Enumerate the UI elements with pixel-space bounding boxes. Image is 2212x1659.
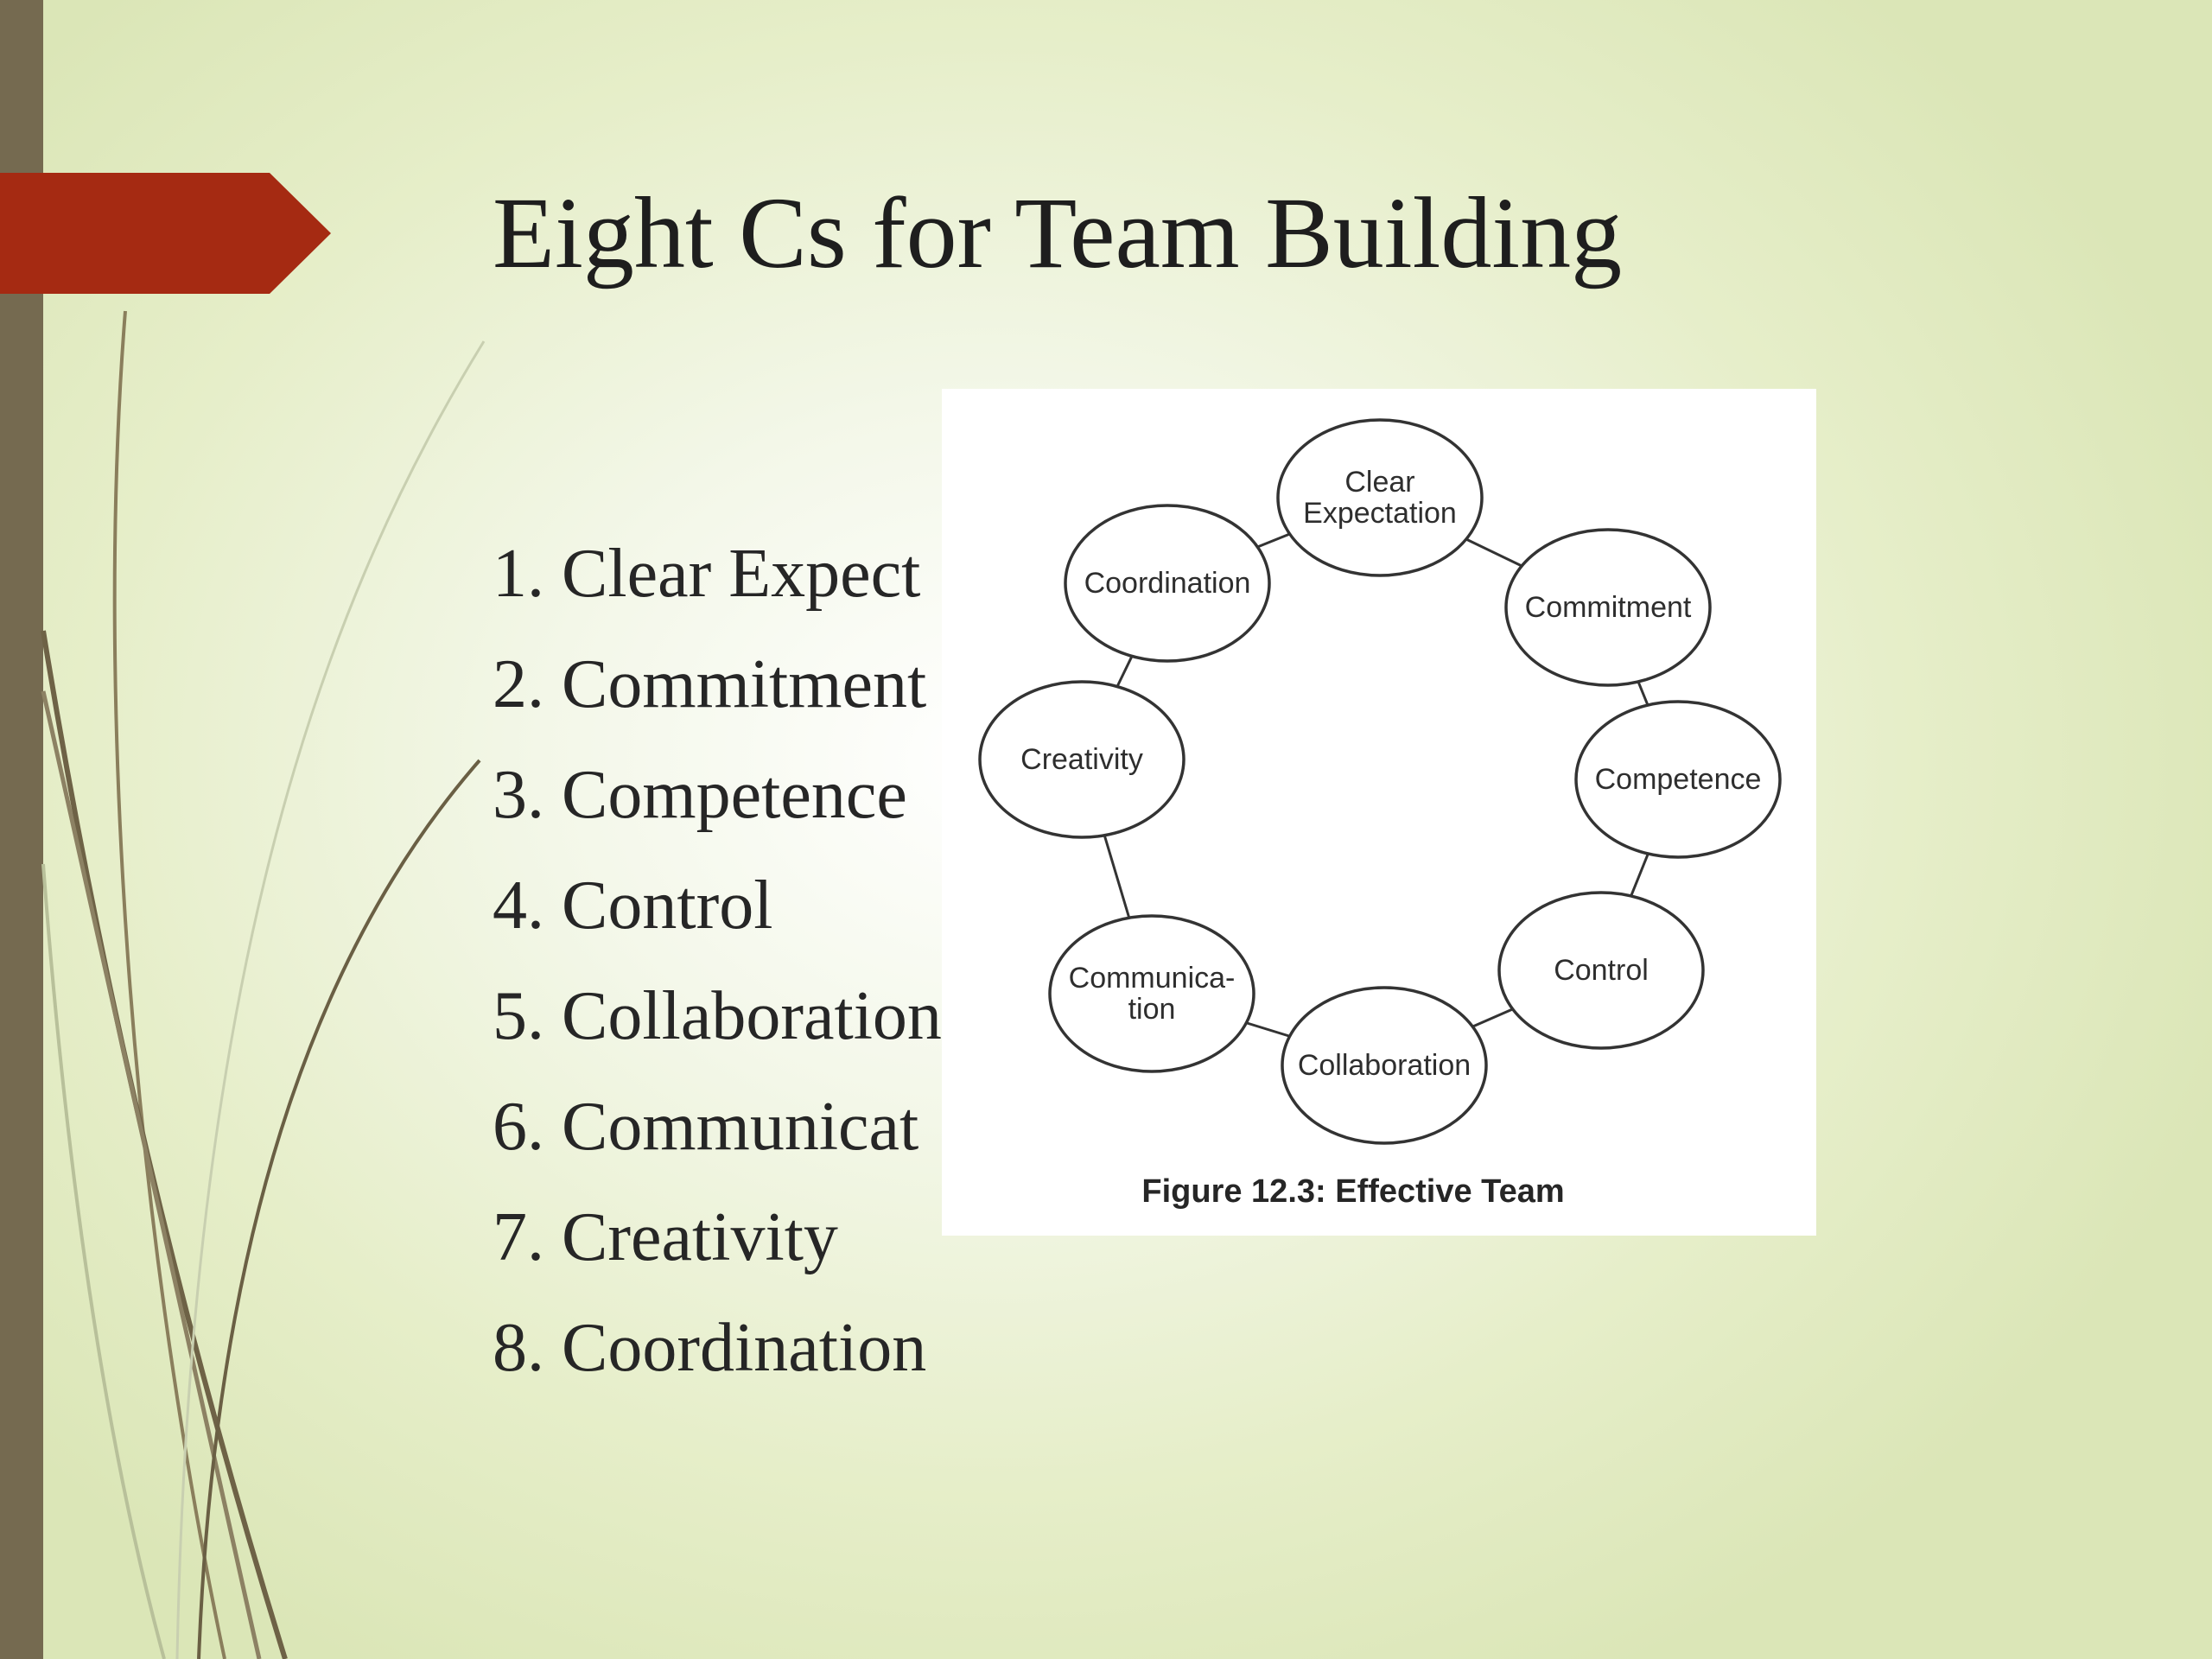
bullet-item: 6. Communicat [493, 1089, 919, 1165]
node-label: tion [1128, 993, 1176, 1026]
bullet-item: 4. Control [493, 868, 773, 944]
node-ellipse [1504, 528, 1712, 687]
node-ellipse [1574, 700, 1782, 859]
bullet-item: 3. Competence [493, 757, 907, 833]
node-label: Competence [1595, 763, 1762, 796]
connector-line [1637, 681, 1649, 706]
node-ellipse [978, 680, 1185, 839]
node-commitment: Commitment [1504, 528, 1712, 687]
node-label: Expectation [1303, 497, 1457, 530]
bullet-item: 2. Commitment [493, 646, 927, 722]
node-control: Control [1497, 891, 1705, 1050]
node-ellipse [1276, 418, 1484, 577]
node-competence: Competence [1574, 700, 1782, 859]
node-coordination: Coordination [1064, 504, 1271, 663]
connector-line [1116, 655, 1134, 688]
node-label: Collaboration [1298, 1049, 1471, 1082]
node-ellipse [1064, 504, 1271, 663]
connector-line [1245, 1021, 1291, 1038]
connector-line [1256, 532, 1291, 549]
connector-line [1471, 1007, 1514, 1028]
slide-title: Eight Cs for Team Building [493, 176, 1623, 289]
node-ellipse [1497, 891, 1705, 1050]
team-cycle-diagram: ClearExpectationCommitmentCompetenceCont… [978, 418, 1782, 1145]
bullet-item: 8. Coordination [493, 1310, 927, 1386]
node-creativity: Creativity [978, 680, 1185, 839]
connector-line [1465, 537, 1522, 568]
node-ellipse [1048, 914, 1255, 1073]
bullet-item: 5. Collaboration [493, 978, 942, 1054]
node-label: Communica- [1069, 962, 1236, 995]
node-ellipse [1281, 986, 1488, 1145]
connector-line [1103, 835, 1131, 918]
bullet-item: 7. Creativity [493, 1199, 838, 1275]
title-arrow-icon [0, 173, 331, 294]
node-label: Coordination [1084, 567, 1251, 600]
node-label: Creativity [1020, 743, 1143, 776]
node-label: Clear [1344, 466, 1414, 499]
connector-line [1630, 853, 1649, 897]
bullet-item: 1. Clear Expect [493, 536, 921, 612]
figure-caption: Figure 12.3: Effective Team [1141, 1173, 1565, 1210]
bullet-list: 1. Clear Expect 2. Commitment 3. Compete… [493, 518, 976, 1403]
node-collaboration: Collaboration [1281, 986, 1488, 1145]
node-label: Commitment [1525, 591, 1692, 624]
node-label: Control [1554, 954, 1649, 987]
node-communication: Communica-tion [1048, 914, 1255, 1073]
